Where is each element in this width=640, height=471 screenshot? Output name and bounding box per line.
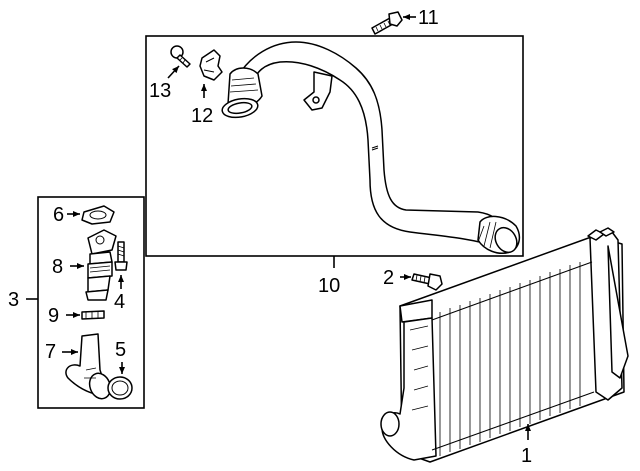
leader-13 [167, 65, 180, 79]
bolt-2 [411, 273, 443, 291]
intercooler-1 [380, 227, 629, 463]
bolt-4 [114, 241, 128, 271]
callout-11: 11 [418, 7, 439, 29]
callout-3: 3 [8, 289, 19, 311]
charge-air-hose-10 [221, 41, 521, 254]
callout-8: 8 [52, 256, 63, 278]
callout-10: 10 [318, 275, 340, 297]
housing-8 [85, 229, 117, 301]
gasket-6 [81, 205, 115, 225]
callout-6: 6 [53, 204, 64, 226]
bolt-13 [170, 45, 191, 68]
callout-4: 4 [114, 291, 125, 313]
callout-12: 12 [191, 105, 213, 127]
clamp-ring-5 [107, 376, 133, 400]
callout-1: 1 [521, 445, 532, 467]
pin-9 [81, 310, 105, 320]
elbow-hose-7 [65, 333, 113, 400]
callout-13: 13 [149, 80, 171, 102]
outlet-assembly-box [37, 196, 145, 409]
callout-9: 9 [48, 305, 59, 327]
sensor-12 [199, 49, 223, 81]
callout-7: 7 [45, 341, 56, 363]
callout-2: 2 [383, 267, 394, 289]
callout-5: 5 [115, 339, 126, 361]
bolt-11 [371, 11, 403, 35]
